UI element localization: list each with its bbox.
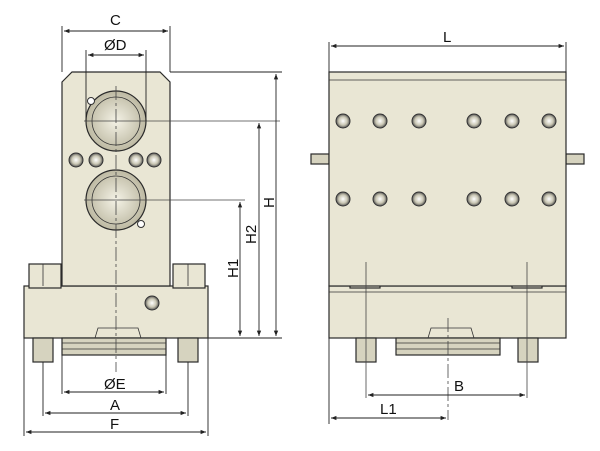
dim-label-f: F <box>110 416 119 433</box>
dim-label-h1: H1 <box>225 259 242 278</box>
front-dimensions: C ØD H H2 H1 ØE A F <box>23 12 282 436</box>
dim-label-l: L <box>443 29 451 46</box>
side-dimensions: L B L1 <box>328 29 567 424</box>
dim-label-c: C <box>110 12 121 29</box>
side-bolt-holes <box>335 113 557 207</box>
dim-label-h2: H2 <box>243 225 260 244</box>
front-view <box>23 71 280 372</box>
front-right-clamp <box>172 263 206 289</box>
side-right-foot <box>517 337 539 363</box>
side-right-tab <box>565 153 585 165</box>
front-small-holes <box>68 97 162 311</box>
front-right-foot <box>177 337 199 363</box>
dim-label-h: H <box>261 197 278 208</box>
dim-label-a: A <box>110 397 120 414</box>
side-left-tab <box>310 153 330 165</box>
front-spigot <box>61 337 167 356</box>
front-left-clamp <box>28 263 62 289</box>
side-base-block <box>328 285 567 339</box>
side-main-body <box>328 71 567 287</box>
dim-label-l1: L1 <box>380 401 397 418</box>
side-view <box>310 71 585 420</box>
dim-label-d: ØD <box>104 37 127 54</box>
dim-label-e: ØE <box>104 376 126 393</box>
front-left-foot <box>32 337 54 363</box>
dim-label-b: B <box>454 378 464 395</box>
